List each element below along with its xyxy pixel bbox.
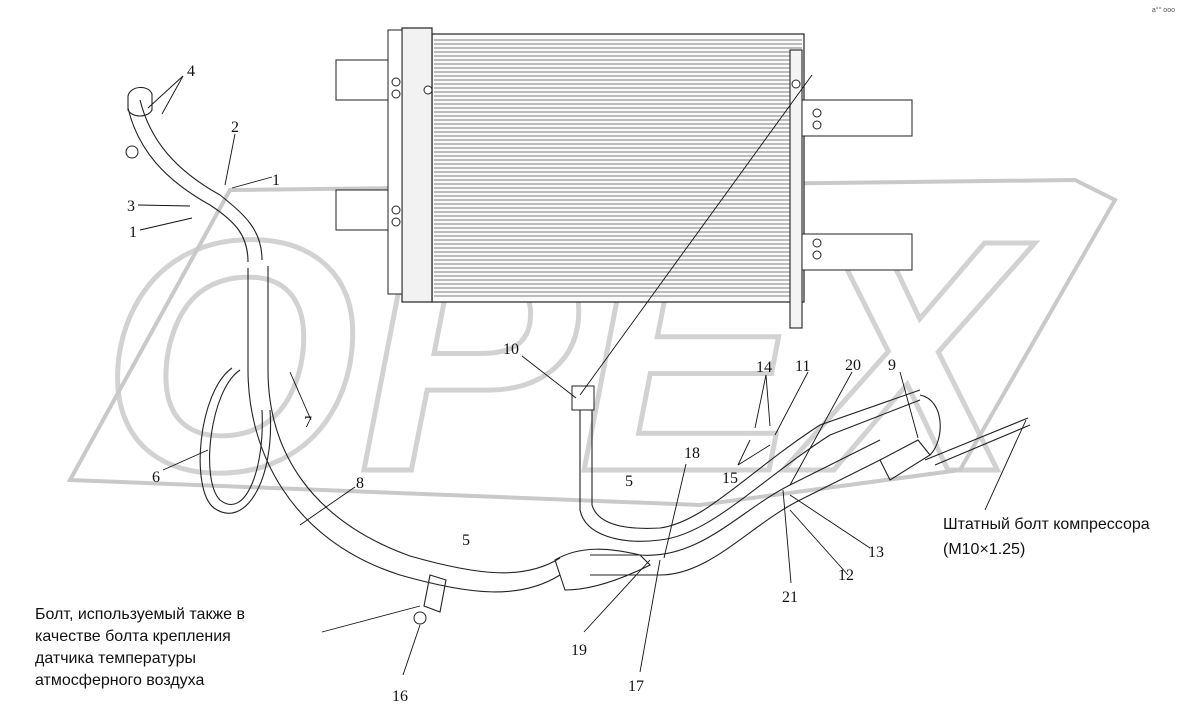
callout-1-top: 1 (272, 172, 280, 189)
callout-8: 8 (356, 475, 364, 492)
callout-4: 4 (187, 63, 195, 80)
piping (125, 86, 1031, 625)
callout-7: 7 (304, 414, 312, 431)
callout-6: 6 (152, 469, 160, 486)
note-sensor-line-1: Болт, используемый также в (35, 606, 245, 623)
note-sensor-line-2: качестве болта крепления (35, 628, 231, 645)
note-compressor-line-1: Штатный болт компрессора (943, 516, 1150, 533)
callout-9: 9 (888, 357, 896, 374)
callout-2: 2 (231, 119, 239, 136)
callout-17: 17 (628, 678, 644, 695)
callout-20: 20 (845, 357, 861, 374)
corner-mark: a°° ooo (1152, 6, 1175, 14)
callout-21: 21 (782, 589, 798, 606)
note-sensor-line-4: атмосферного воздуха (35, 672, 204, 689)
callout-5-left: 5 (462, 532, 470, 549)
callout-3: 3 (127, 198, 135, 215)
callout-14: 14 (756, 359, 772, 376)
callout-12: 12 (838, 567, 854, 584)
callout-16: 16 (392, 688, 408, 705)
callout-1-bottom: 1 (129, 224, 137, 241)
callout-5-right: 5 (625, 473, 633, 490)
note-sensor-bolt: Болт, используемый также в качестве болт… (35, 606, 245, 689)
note-compressor-line-2: (М10×1.25) (943, 541, 1025, 558)
callout-10: 10 (503, 341, 519, 358)
callout-labels: 4 2 1 3 1 6 7 8 10 14 11 20 9 18 15 5 5 … (127, 63, 896, 705)
callout-13: 13 (868, 544, 884, 561)
left-tank (401, 27, 433, 303)
right-tank (789, 49, 803, 329)
leader-lines (137, 74, 1027, 676)
callout-19: 19 (571, 642, 587, 659)
callout-18: 18 (684, 445, 700, 462)
watermark-frame (66, 177, 1118, 508)
note-sensor-line-3: датчика температуры (35, 650, 196, 667)
condenser (335, 27, 913, 329)
callout-15: 15 (722, 470, 738, 487)
note-compressor-bolt: Штатный болт компрессора (М10×1.25) (943, 516, 1150, 558)
callout-11: 11 (795, 358, 810, 375)
